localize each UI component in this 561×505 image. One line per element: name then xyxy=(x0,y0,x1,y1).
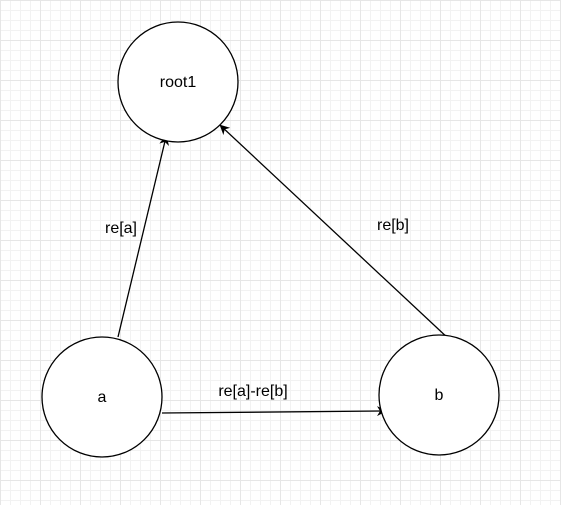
node-b-circle xyxy=(378,334,500,456)
node-root1[interactable]: root1 xyxy=(117,21,239,143)
edge-label-re-b: re[b] xyxy=(377,217,409,234)
node-a-circle xyxy=(41,336,163,458)
node-b-label: b xyxy=(435,387,444,404)
node-root1-circle xyxy=(117,21,239,143)
node-b[interactable]: b xyxy=(378,334,500,456)
edge-a-to-root1[interactable] xyxy=(117,135,169,338)
node-a[interactable]: a xyxy=(41,336,163,458)
edge-label-re-a-minus-re-b: re[a]-re[b] xyxy=(218,383,287,400)
edge-b-to-root1[interactable] xyxy=(219,124,451,341)
edge-a-to-b[interactable] xyxy=(161,406,387,417)
edge-label-re-a: re[a] xyxy=(105,220,137,237)
node-a-label: a xyxy=(98,389,107,406)
node-root1-label: root1 xyxy=(160,74,197,91)
